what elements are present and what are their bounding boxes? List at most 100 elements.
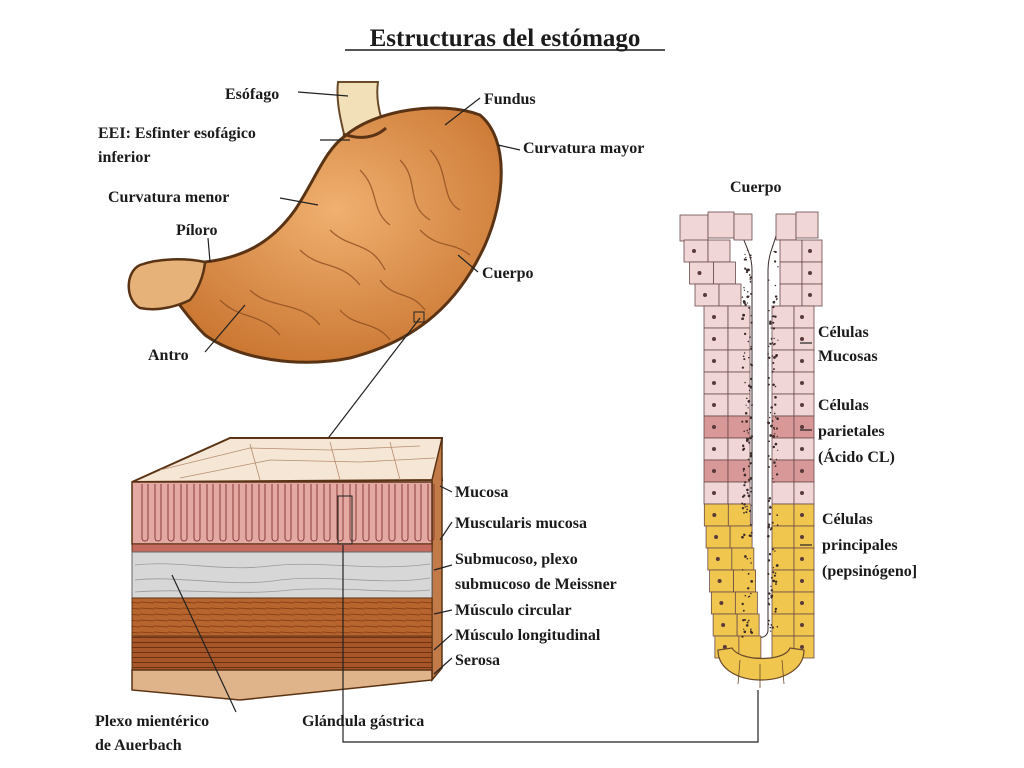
granule-dot [771, 370, 774, 373]
mucosa-gland-pit [232, 484, 240, 542]
granule-dot [741, 502, 744, 505]
cell-nucleus [800, 579, 804, 583]
label-musculo-longitudinal: Músculo longitudinal [455, 627, 601, 644]
cell-nucleus [721, 623, 726, 627]
cell-nucleus [800, 315, 804, 319]
granule-dot [747, 291, 749, 293]
gland-cell [727, 415, 751, 439]
mucosa-gland-pit [180, 484, 188, 542]
granule-dot [772, 445, 776, 449]
gland-cell [727, 327, 751, 351]
granule-dot [748, 384, 751, 388]
mucosa-gland-pit [245, 484, 253, 542]
granule-dot [746, 249, 749, 251]
granule-dot [745, 624, 749, 627]
granule-dot [748, 295, 750, 297]
granule-dot [748, 428, 751, 430]
granule-dot [770, 585, 772, 588]
granule-dot [741, 535, 744, 539]
granule-dot [767, 523, 771, 526]
mucosa-gland-pit [375, 484, 383, 542]
granule-dot [742, 300, 746, 303]
granule-dot [772, 362, 775, 364]
granule-dot [768, 309, 770, 312]
gland-base [717, 647, 805, 681]
granule-dot [742, 313, 745, 317]
gland-right-cells [771, 211, 823, 659]
gastric-gland-illustration [679, 211, 823, 688]
gland-cell [771, 437, 795, 461]
mucosa-gland-pit [414, 484, 422, 542]
granule-dot [746, 397, 748, 400]
granule-dot [745, 258, 748, 261]
granule-dot [749, 276, 752, 279]
granule-dot [745, 404, 747, 406]
granule-dot [773, 574, 776, 577]
cell-nucleus [703, 293, 707, 297]
granule-dot [749, 454, 753, 458]
granule-dot [770, 527, 773, 530]
cell-nucleus [717, 579, 722, 583]
granule-dot [769, 626, 772, 629]
granule-dot [770, 327, 772, 329]
granule-dot [773, 412, 776, 415]
gland-cell [729, 525, 753, 549]
gland-top-cell [775, 213, 797, 241]
longitudinal-muscle-layer [131, 635, 433, 671]
granule-dot [774, 465, 777, 467]
granule-dot [775, 473, 779, 476]
mucosa-gland-pit [141, 484, 149, 542]
gland-top-cell [795, 211, 819, 239]
label-parietales-line3: (Ácido CL) [818, 447, 895, 466]
mucosa-gland-pit [154, 484, 162, 542]
granule-dot [743, 352, 746, 354]
granule-dot [745, 439, 749, 442]
granule-dot [746, 621, 749, 624]
gland-cell [779, 283, 803, 307]
granule-dot [767, 572, 770, 576]
granule-dot [773, 337, 775, 340]
granule-dot [774, 284, 777, 287]
mucosa-gland-pit [336, 484, 344, 542]
granule-dot [747, 432, 749, 434]
granule-dot [746, 508, 749, 511]
label-eei-line2: inferior [98, 149, 150, 166]
gland-cell [734, 591, 758, 615]
cell-nucleus [712, 403, 716, 407]
granule-dot [749, 385, 753, 389]
granule-dot [741, 317, 744, 321]
cell-nucleus [800, 491, 804, 495]
granule-dot [775, 583, 777, 585]
cell-nucleus [712, 381, 716, 385]
granule-dot [772, 426, 775, 429]
granule-dot [746, 505, 748, 508]
gland-top-cell [707, 211, 735, 239]
cell-nucleus [712, 425, 716, 429]
gland-left-cells [679, 211, 762, 659]
granule-dot [750, 364, 754, 367]
cell-nucleus [719, 601, 724, 605]
gland-cell [771, 503, 795, 527]
label-antro: Antro [148, 347, 189, 364]
granule-dot [771, 548, 775, 551]
granule-dot [775, 564, 779, 567]
granule-dot [775, 458, 778, 461]
cell-nucleus [712, 447, 716, 451]
cell-nucleus [800, 535, 804, 539]
cell-nucleus [808, 293, 812, 297]
granule-dot [742, 467, 746, 471]
granule-dot [768, 416, 771, 419]
gland-cell [713, 261, 736, 285]
granule-dot [750, 435, 754, 438]
granule-dot [773, 368, 775, 371]
granule-dot [767, 364, 769, 366]
granule-dot [747, 478, 751, 482]
granule-dot [750, 347, 753, 350]
granule-dot [746, 488, 749, 492]
gland-leader-lines [800, 342, 812, 546]
cell-nucleus [800, 337, 804, 341]
page-title: Estructuras del estómago [370, 25, 641, 52]
granule-dot [750, 377, 753, 381]
granule-dot [749, 416, 753, 420]
